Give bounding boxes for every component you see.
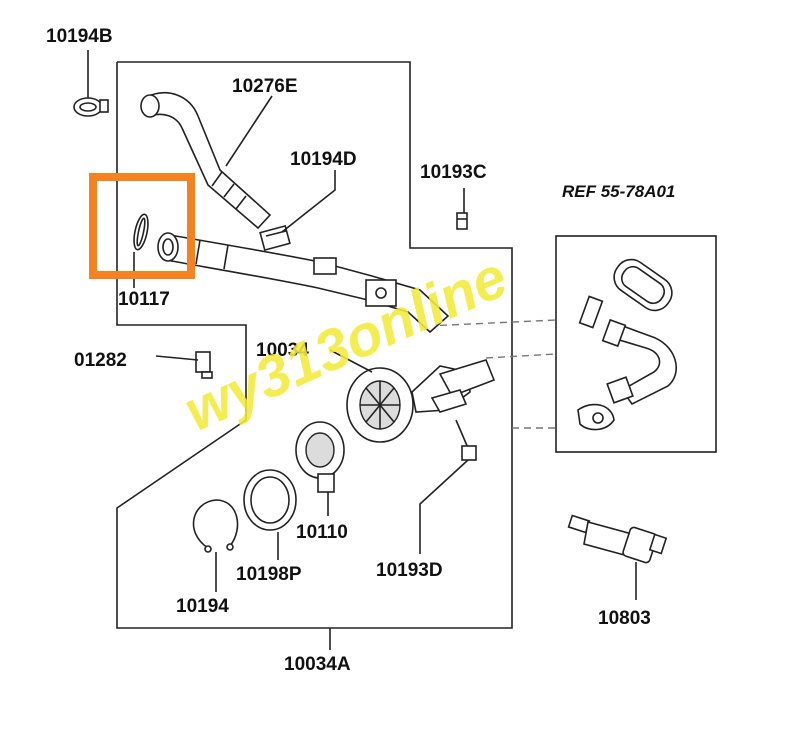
- label-10034: 10034: [256, 340, 309, 361]
- leader-10034: [329, 349, 373, 373]
- ref-box: [555, 235, 717, 453]
- label-01282: 01282: [74, 350, 127, 371]
- gasket-10198p: [243, 469, 297, 531]
- label-10194: 10194: [176, 596, 229, 617]
- label-10194d: 10194D: [290, 149, 357, 170]
- label-ref: REF 55-78A01: [562, 182, 675, 201]
- sensor-01282: [195, 351, 213, 379]
- bolt-10193c: [456, 212, 468, 230]
- sensor-10803: [567, 514, 668, 564]
- highlight-box: [89, 173, 195, 279]
- ref-gasket: [613, 258, 673, 312]
- leader-10194d: [281, 170, 336, 233]
- ref-hose: [601, 318, 678, 406]
- leader-10193d: [419, 459, 469, 554]
- label-10193d: 10193D: [376, 560, 443, 581]
- label-10198p: 10198P: [236, 564, 302, 585]
- leader-01282: [155, 355, 199, 361]
- clamp-10194b: [73, 97, 109, 117]
- label-10117: 10117: [118, 289, 170, 310]
- label-10193c: 10193C: [420, 162, 487, 183]
- ref-dash-lower: [485, 353, 557, 359]
- assembly-outline: [116, 61, 513, 629]
- thermostat-housing-10034: [346, 359, 496, 443]
- coolant-pipe: [157, 232, 450, 334]
- ring-10194: [192, 499, 239, 553]
- label-10194b: 10194B: [46, 26, 113, 47]
- hose-10276e: [140, 92, 272, 230]
- ref-dash-upper: [427, 319, 557, 327]
- label-10803: 10803: [598, 608, 651, 629]
- label-10110: 10110: [296, 522, 348, 543]
- sensor-10193d: [455, 419, 477, 461]
- thermostat-10110: [295, 421, 345, 493]
- seal-10117: [133, 213, 149, 251]
- ref-clip: [578, 295, 604, 329]
- leader-10276e: [225, 95, 273, 167]
- ref-clamp: [577, 403, 615, 431]
- label-10034a: 10034A: [284, 654, 351, 675]
- label-10276e: 10276E: [232, 76, 298, 97]
